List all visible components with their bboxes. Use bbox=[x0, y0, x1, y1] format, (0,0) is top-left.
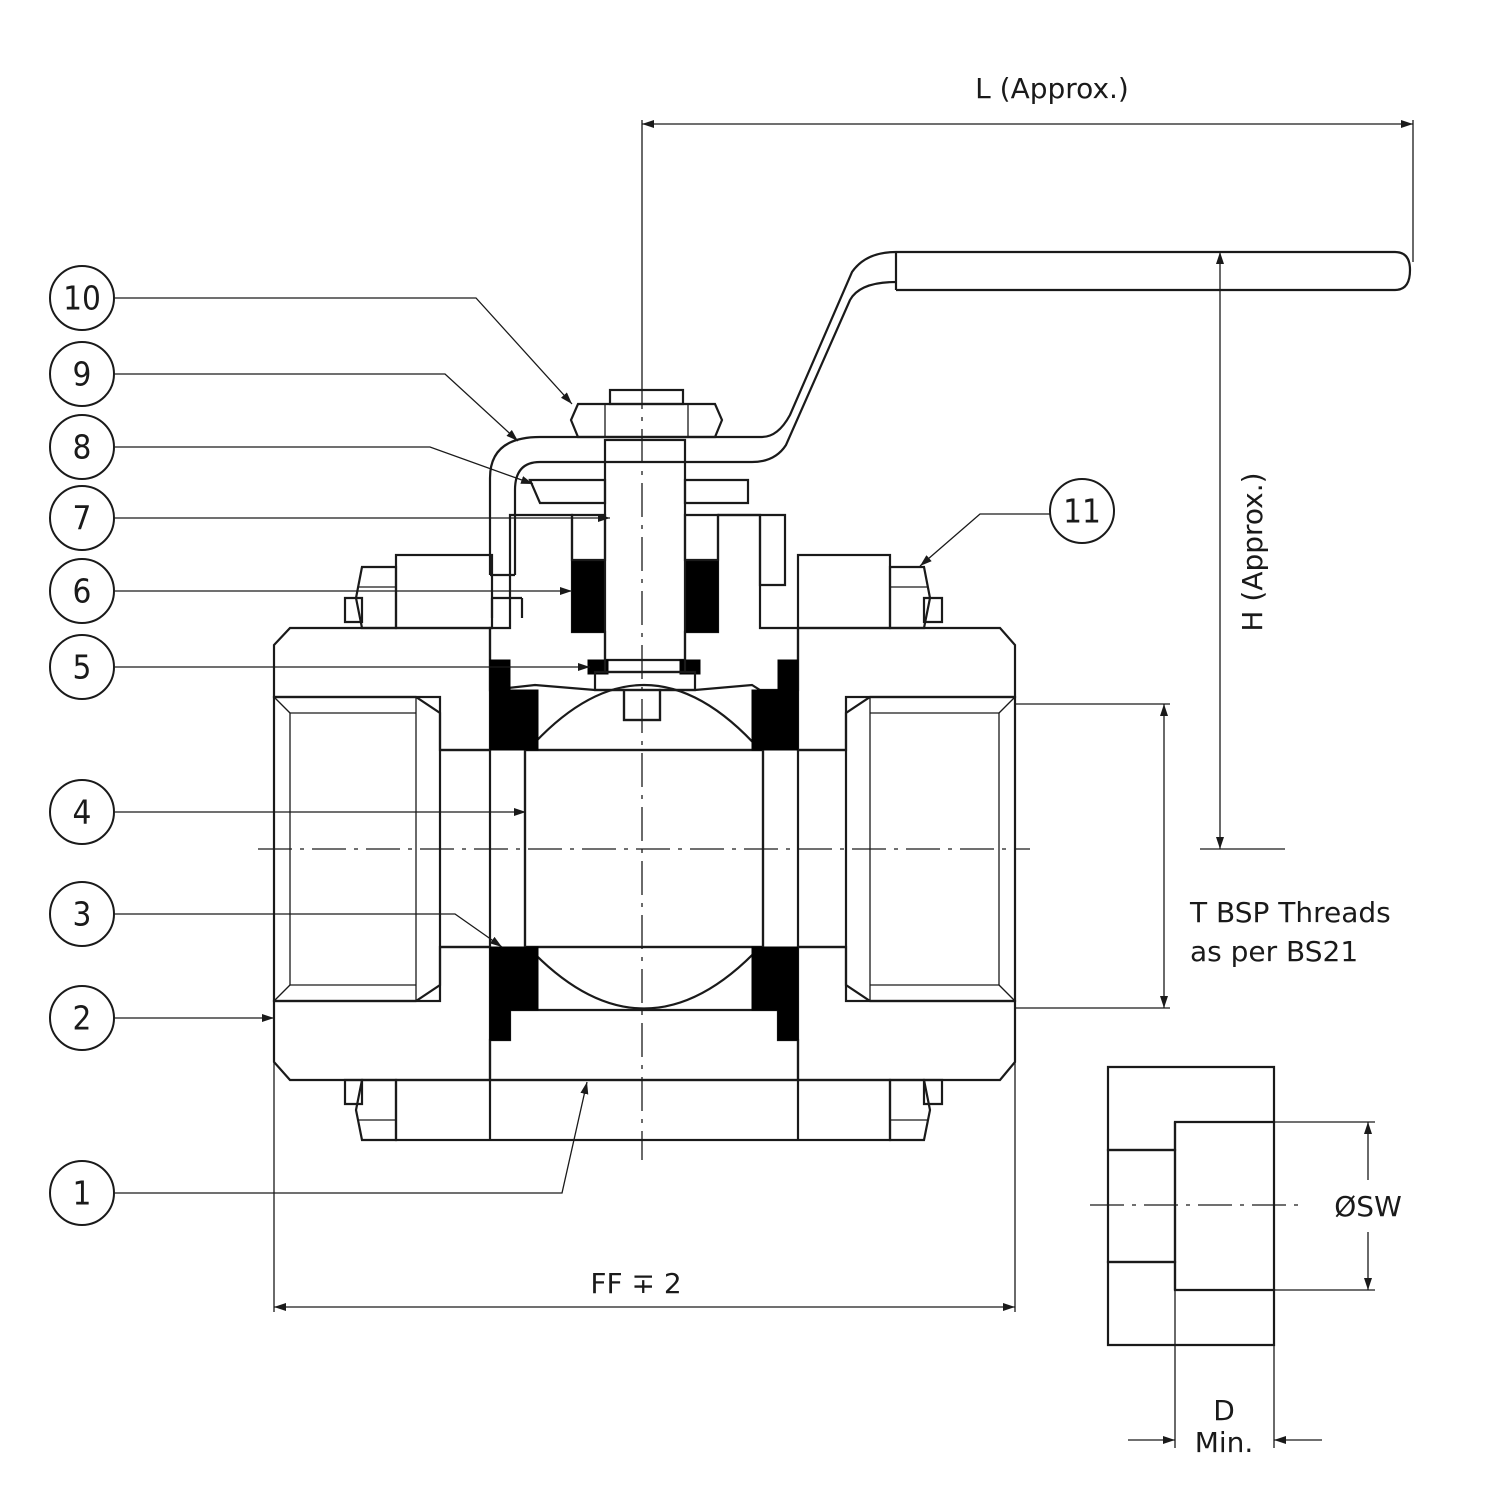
callout-3: 3 bbox=[49, 881, 115, 947]
callout-10: 10 bbox=[49, 265, 115, 331]
dimensions bbox=[273, 120, 1414, 1312]
callout-6-label: 6 bbox=[73, 572, 92, 611]
callout-7-label: 7 bbox=[73, 499, 92, 538]
callout-5-label: 5 bbox=[73, 648, 92, 687]
stem-assembly bbox=[528, 388, 787, 722]
callout-8: 8 bbox=[49, 414, 115, 480]
depth-label-line1: D bbox=[1213, 1394, 1235, 1427]
callout-11-label: 11 bbox=[1063, 492, 1101, 531]
callout-5: 5 bbox=[49, 634, 115, 700]
stem bbox=[603, 438, 687, 674]
length-label: L (Approx.) bbox=[975, 72, 1129, 105]
thread-label-line2: as per BS21 bbox=[1190, 935, 1358, 968]
right-end-cap-upper bbox=[796, 626, 1017, 752]
callout-10-label: 10 bbox=[63, 279, 101, 318]
centre-body-lower bbox=[488, 1008, 800, 1082]
upper-bolt-bar-right bbox=[796, 553, 892, 630]
right-end-cap-lower bbox=[796, 945, 1017, 1082]
callout-9-label: 9 bbox=[73, 355, 92, 394]
height-label: H (Approx.) bbox=[1236, 472, 1269, 631]
callout-2-label: 2 bbox=[73, 999, 92, 1038]
callout-11: 11 bbox=[1049, 478, 1115, 544]
lower-bolt-bar bbox=[394, 1078, 892, 1142]
left-end-cap-lower bbox=[272, 945, 492, 1082]
centre-body-bonnet bbox=[488, 513, 800, 692]
socket-diameter-label: ØSW bbox=[1334, 1190, 1402, 1223]
thread-label-line1: T BSP Threads bbox=[1189, 896, 1391, 929]
callout-1-label: 1 bbox=[73, 1174, 92, 1213]
callout-8-label: 8 bbox=[73, 428, 92, 467]
ball bbox=[523, 683, 765, 1010]
centre-lines bbox=[258, 375, 1300, 1206]
callout-4-label: 4 bbox=[73, 793, 92, 832]
lever-handle bbox=[488, 250, 1412, 618]
leader-lines bbox=[115, 297, 1050, 1194]
callout-3-label: 3 bbox=[73, 895, 92, 934]
callout-9: 9 bbox=[49, 341, 115, 407]
valve-body bbox=[272, 513, 1017, 1142]
callout-7: 7 bbox=[49, 485, 115, 551]
callout-4: 4 bbox=[49, 779, 115, 845]
ball-seats bbox=[440, 659, 846, 1041]
callout-1: 1 bbox=[49, 1160, 115, 1226]
face-to-face-label: FF ∓ 2 bbox=[590, 1267, 681, 1300]
callout-2: 2 bbox=[49, 985, 115, 1051]
depth-label-line2: Min. bbox=[1195, 1426, 1254, 1459]
socket-weld-detail bbox=[1106, 1065, 1375, 1448]
callout-6: 6 bbox=[49, 558, 115, 624]
left-end-cap-upper bbox=[272, 626, 492, 752]
